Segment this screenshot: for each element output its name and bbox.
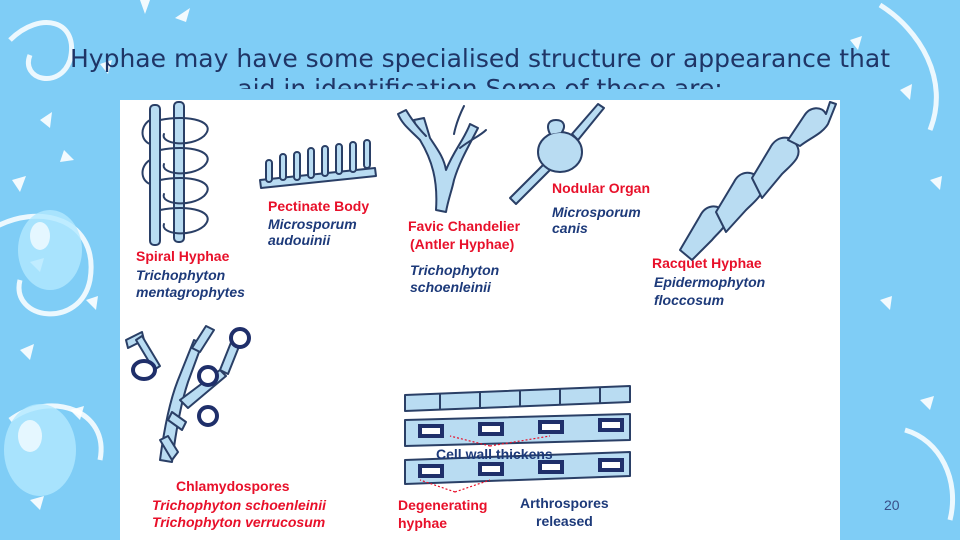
degenerating-label: Degenerating [398, 497, 488, 513]
released-label: released [536, 513, 593, 529]
chlamy-species-1: Trichophyton schoenleinii [152, 497, 326, 513]
spiral-hyphae-drawing [141, 101, 209, 246]
racquet-species-1: Epidermophyton [654, 274, 766, 290]
pectinate-species-1: Microsporum [268, 216, 357, 232]
pectinate-species-2: audouinii [268, 232, 331, 248]
pectinate-body-label: Pectinate Body [268, 198, 370, 214]
title-line-2: aid in identification Some of these are: [237, 74, 723, 89]
nodular-organ-label: Nodular Organ [552, 180, 651, 196]
degenerating-hyphae-label: hyphae [398, 515, 448, 531]
chlamy-species-2: Trichophyton verrucosum [152, 514, 326, 530]
favic-species-2: schoenleinii [410, 279, 491, 295]
title-line-1: Hyphae may have some specialised structu… [69, 44, 891, 73]
nodular-species-1: Microsporum [552, 204, 641, 220]
chlamydospores-label: Chlamydospores [176, 478, 290, 494]
favic-species-1: Trichophyton [410, 262, 500, 278]
slide-title: Hyphae may have some specialised structu… [40, 44, 920, 89]
arthrospores-drawing [404, 385, 631, 485]
racquet-hyphae-label: Racquet Hyphae [652, 255, 762, 271]
cell-wall-thickens-label: Cell wall thickens [436, 446, 553, 462]
spiral-species-2: mentagrophytes [136, 284, 245, 300]
page-number: 20 [884, 497, 900, 513]
spiral-species-1: Trichophyton [136, 267, 226, 283]
spiral-hyphae-label: Spiral Hyphae [136, 248, 230, 264]
racquet-species-2: floccosum [654, 292, 725, 308]
favic-chandelier-drawing [397, 105, 487, 213]
nodular-species-2: canis [552, 220, 588, 236]
nodular-organ-drawing [509, 103, 605, 205]
favic-chandelier-label: Favic Chandelier [408, 218, 521, 234]
racquet-hyphae-drawing [679, 101, 837, 261]
arthrospores-label: Arthrospores [520, 495, 609, 511]
pectinate-body-drawing [259, 139, 377, 189]
chlamydospores-drawing [125, 325, 241, 463]
antler-hyphae-label: (Antler Hyphae) [410, 236, 515, 252]
hyphae-illustrations [125, 101, 837, 493]
hyphae-diagram-panel: Pectinate Body Microsporum audouinii Spi… [120, 100, 840, 540]
